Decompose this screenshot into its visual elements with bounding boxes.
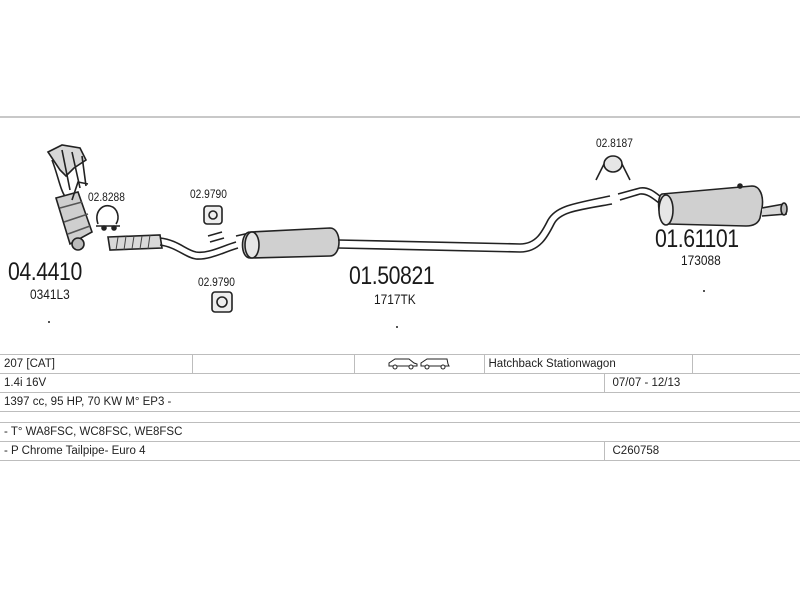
- reference-cell: C260758: [603, 441, 800, 461]
- upper-hanger-drawing[interactable]: [203, 205, 225, 243]
- table-row: - P Chrome Tailpipe- Euro 4 C260758: [0, 441, 800, 461]
- table-row: 1.4i 16V 07/07 - 12/13: [0, 373, 800, 393]
- rear-silencer-ref: 173088: [681, 252, 721, 268]
- vehicle-info-table: 207 [CAT] Hatchback Stationwagon 1.4i 16…: [0, 354, 800, 461]
- table-row: 1397 cc, 95 HP, 70 KW M° EP3 -: [0, 392, 800, 412]
- rear-silencer-part-number: 01.61101: [655, 225, 739, 253]
- empty-cell: [691, 354, 800, 374]
- years-cell: 07/07 - 12/13: [603, 373, 800, 393]
- middle-silencer-ref: 1717TK: [374, 291, 416, 307]
- rear-hanger-drawing[interactable]: [595, 155, 631, 181]
- body-icons-cell: [353, 354, 484, 374]
- hatchback-car-icon: [388, 358, 418, 369]
- table-row: - T° WA8FSC, WC8FSC, WE8FSC: [0, 422, 800, 442]
- lower-hanger-part-number: 02.9790: [198, 275, 235, 289]
- middle-silencer-drawing[interactable]: [235, 195, 613, 259]
- body-types-cell: Hatchback Stationwagon: [483, 354, 692, 374]
- manifold-dot: [48, 321, 50, 323]
- table-row: [0, 411, 800, 423]
- middle-silencer-part-number: 01.50821: [349, 262, 435, 290]
- clamp-drawing[interactable]: [96, 204, 120, 231]
- exhaust-system-diagram: [46, 144, 788, 313]
- notes-cell: - P Chrome Tailpipe- Euro 4: [0, 441, 604, 461]
- lower-hanger-drawing[interactable]: [211, 291, 233, 313]
- engine-codes-cell: - T° WA8FSC, WC8FSC, WE8FSC: [0, 422, 800, 442]
- front-flex-pipe-drawing[interactable]: [107, 234, 239, 260]
- manifold-catalyst-part-number: 04.4410: [8, 258, 82, 286]
- rear-silencer-drawing[interactable]: [617, 183, 788, 227]
- manifold-catalyst-drawing[interactable]: [46, 144, 93, 251]
- manifold-catalyst-ref: 0341L3: [30, 286, 70, 302]
- middle-silencer-dot: [396, 326, 398, 328]
- empty-cell: [191, 354, 354, 374]
- rear-hanger-part-number: 02.8187: [596, 136, 633, 150]
- upper-hanger-part-number: 02.9790: [190, 187, 227, 201]
- table-row: 207 [CAT] Hatchback Stationwagon: [0, 354, 800, 374]
- rear-silencer-dot: [703, 290, 705, 292]
- stationwagon-car-icon: [420, 358, 450, 369]
- specs-cell: 1397 cc, 95 HP, 70 KW M° EP3 -: [0, 392, 800, 412]
- engine-cell: 1.4i 16V: [0, 373, 604, 393]
- model-cell: 207 [CAT]: [0, 354, 192, 374]
- clamp-part-number: 02.8288: [88, 190, 125, 204]
- top-divider: [0, 116, 800, 118]
